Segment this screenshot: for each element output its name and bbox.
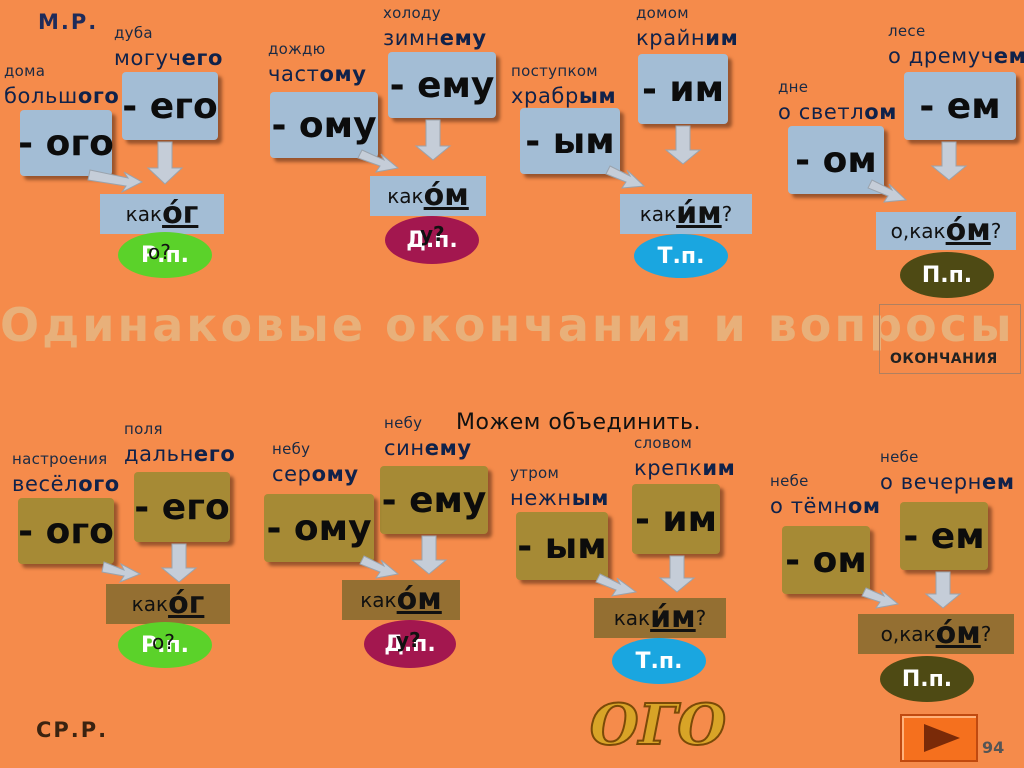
ending-box: - ым [520,108,620,174]
adjective: большого [4,84,120,108]
adjective: дальнего [124,442,236,466]
adjective: крайним [636,26,739,50]
noun: дне [778,78,809,96]
noun: небу [384,414,423,432]
adjective: о светлом [778,100,898,124]
case-ellipse-dative: Д.п. [385,216,479,264]
adjective: храбрым [511,84,617,108]
case-ellipse-instrumental: Т.п. [612,638,706,684]
ending-box: - ем [900,502,988,570]
adjective: зимнему [383,26,487,50]
noun: лесе [888,22,926,40]
page-number: 94 [982,738,1005,757]
ogo-logo: ОГО [589,691,727,759]
case-ellipse-instrumental: Т.п. [634,234,728,278]
case-ellipse-genitive: Р.п. [118,232,212,278]
ending-box: - ым [516,512,608,580]
ending-box: - его [122,72,218,140]
adjective: о тёмном [770,494,881,518]
ending-box: - им [638,54,728,124]
noun: дуба [114,24,153,42]
unify-caption: Можем объединить. [456,410,701,435]
adjective: синему [384,436,472,460]
ending-box: - его [134,472,230,542]
adjective: могучего [114,46,224,70]
question-tail: о? [152,630,175,654]
ending-box: - ого [18,110,114,176]
noun: настроения [12,450,108,468]
noun: холоду [383,4,441,22]
noun: дождю [268,40,326,58]
ending-box: - ему [388,52,496,118]
case-ellipse-dative: Д.п. [364,620,456,668]
noun: небу [272,440,311,458]
play-arrow-icon [924,724,960,752]
case-ellipse-prepositional: П.п. [900,252,994,298]
case-ellipse-genitive: Р.п. [118,622,212,668]
adjective: весёлого [12,472,120,496]
noun: поступком [511,62,598,80]
adjective: о вечернем [880,470,1015,494]
case-ellipse-prepositional: П.п. [880,656,974,702]
noun: домом [636,4,689,22]
question-tail: у? [420,222,445,246]
adjective: о дремучем [888,44,1024,68]
ending-box: - им [632,484,720,554]
noun: небе [770,472,809,490]
ending-box: - ему [380,466,488,534]
ending-box: - ем [904,72,1016,140]
adjective: нежным [510,486,610,510]
ending-box: - ого [18,498,114,564]
question-tail: о? [148,240,171,264]
adjective: частому [268,62,367,86]
masculine-gender-label: М.Р. [38,10,99,34]
endings-label: ОКОНЧАНИЯ [879,304,1021,374]
adjective: серому [272,462,359,486]
noun: дома [4,62,46,80]
ending-box: - ом [788,126,884,194]
noun: поля [124,420,163,438]
adjective: крепким [634,456,736,480]
question-tail: у? [396,628,421,652]
same-endings-banner: Одинаковые окончания и вопросы [0,298,1015,352]
noun: небе [880,448,919,466]
neuter-gender-label: СР.Р. [36,718,109,742]
ending-box: - ом [782,526,870,594]
svg-text:ОГО: ОГО [590,692,726,758]
noun: словом [634,434,693,452]
noun: утром [510,464,560,482]
ending-box: - ому [270,92,378,158]
ending-box: - ому [264,494,374,562]
next-slide-button[interactable] [900,714,978,762]
